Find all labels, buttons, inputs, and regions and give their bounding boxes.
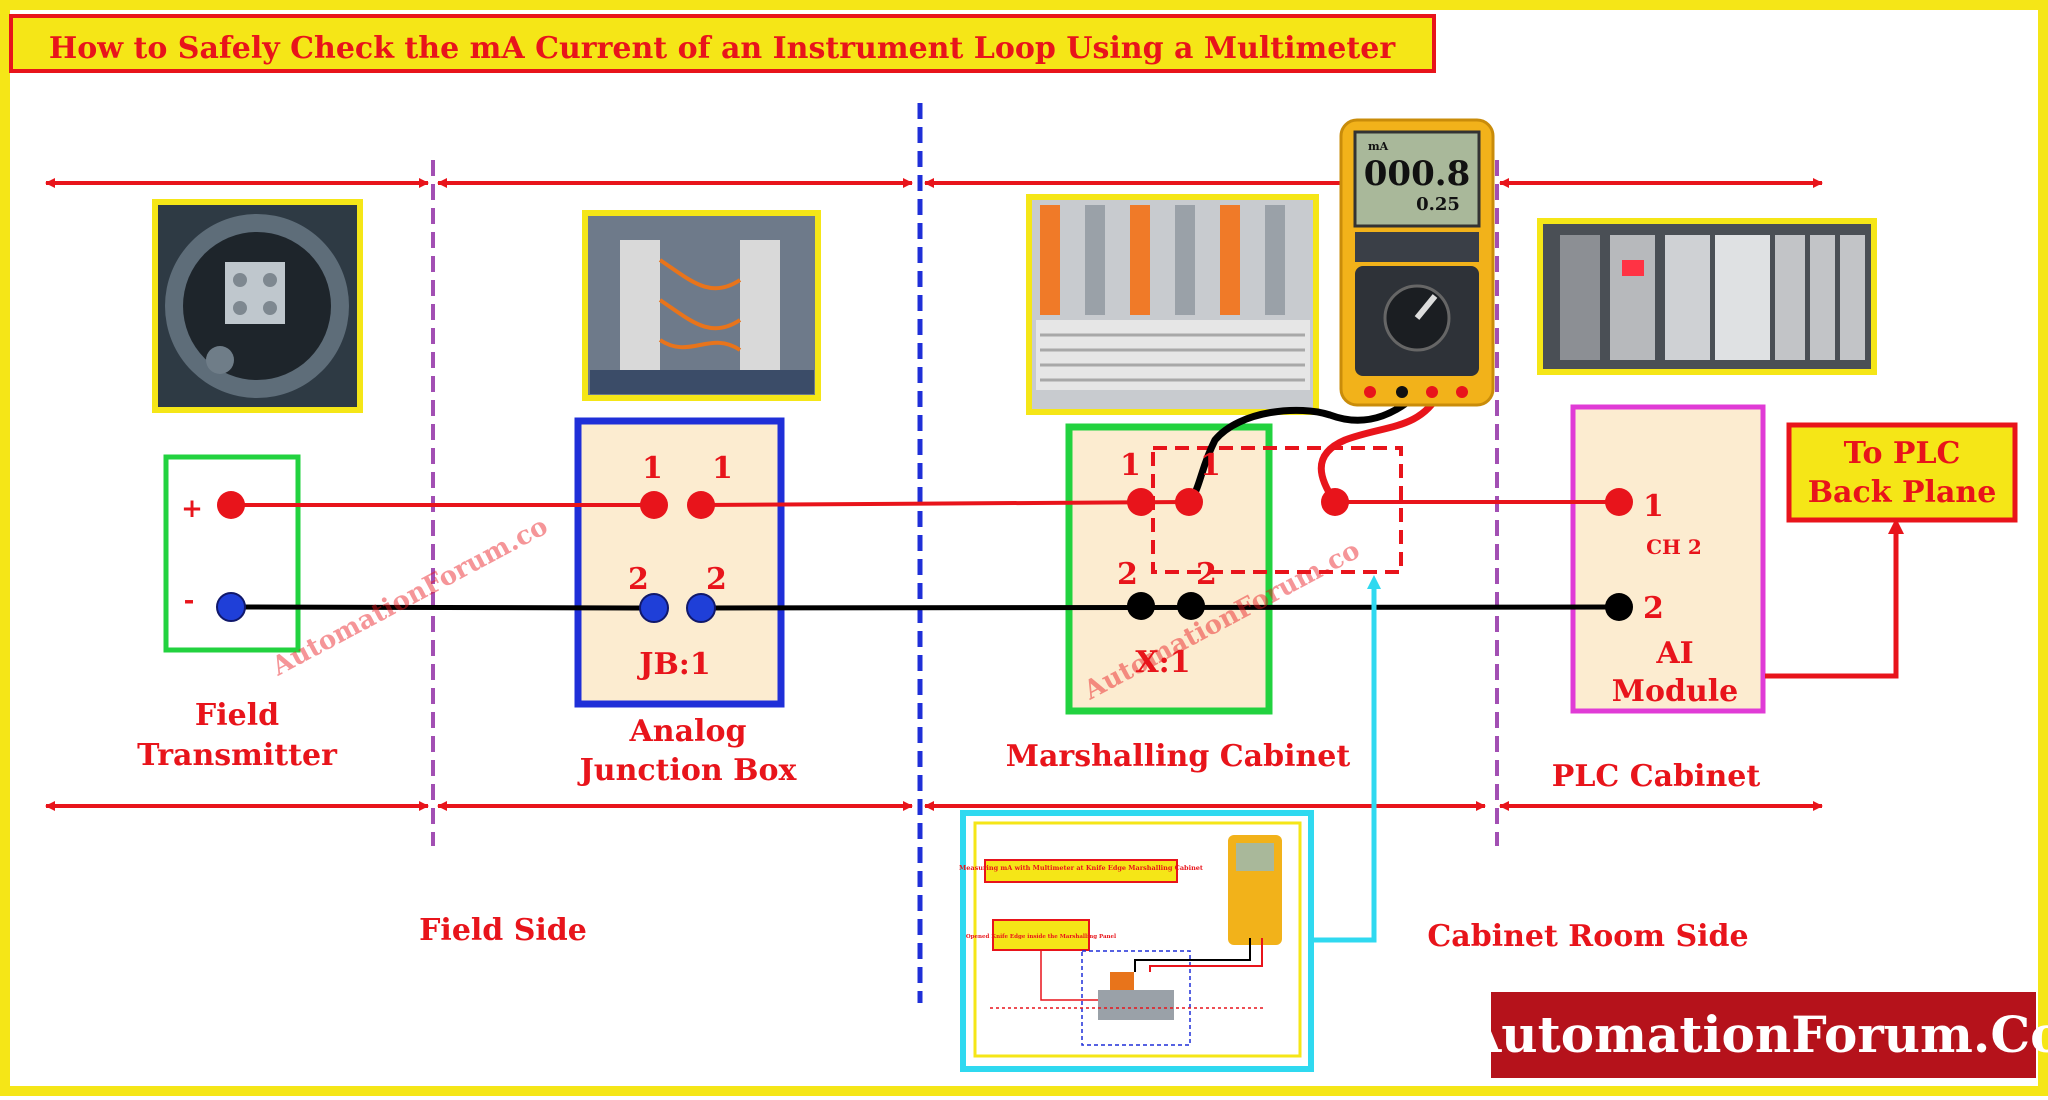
multimeter-unit: mA [1368, 140, 1389, 153]
plc-backplane-label: To PLC Back Plane [1808, 436, 1997, 510]
title-box: How to Safely Check the mA Current of an… [9, 14, 1436, 73]
page-title: How to Safely Check the mA Current of an… [49, 31, 1396, 66]
plus-sign: + [181, 494, 203, 524]
multimeter-reading: 000.8 [1364, 154, 1470, 194]
jb-tag: JB:1 [636, 647, 711, 682]
ai-label-2: 2 [1643, 591, 1664, 626]
plc-backplane-box: To PLC Back Plane [1786, 422, 2018, 523]
text-line: Back Plane [1808, 475, 1997, 510]
mc-terminal-2a [1127, 592, 1155, 620]
inset-caption-2: Opened Knife Edge inside the Marshalling… [966, 934, 1116, 940]
mc-terminal-1b [1175, 488, 1203, 516]
channel-label: CH 2 [1646, 535, 1702, 559]
logo-text: AutomationForum.Co [1462, 1005, 2048, 1064]
minus-sign: - [184, 586, 195, 616]
jb-label-1b: 1 [712, 451, 733, 486]
jb-label-1a: 1 [642, 451, 663, 486]
text-line: To PLC [1844, 436, 1961, 471]
mc-label-2b: 2 [1196, 557, 1217, 592]
multimeter: 000.8 0.25 mA [1339, 118, 1495, 407]
text-line: AI [1655, 636, 1693, 671]
jb-terminal-2b [686, 593, 716, 623]
text-line: Junction Box [577, 753, 798, 788]
jb-terminal-2a [639, 593, 669, 623]
marshalling-photo [1026, 194, 1319, 415]
transmitter-plus-terminal [217, 491, 245, 519]
text-line: Analog [629, 714, 747, 749]
jb-terminal-1b [687, 491, 715, 519]
ai-module-panel [1570, 404, 1766, 714]
text-line: Field [195, 698, 279, 733]
transmitter-photo [152, 199, 363, 413]
opened-knife-edge-box [1151, 446, 1403, 574]
ai-terminal-1 [1605, 488, 1633, 516]
junction-box-photo [582, 210, 821, 401]
field-side-label: Field Side [419, 913, 587, 948]
mc-label-2a: 2 [1117, 557, 1138, 592]
mc-tag: X:1 [1135, 645, 1190, 680]
text-line: Transmitter [137, 738, 338, 773]
plc-cabinet-label: PLC Cabinet [1552, 759, 1761, 794]
multimeter-sub-reading: 0.25 [1416, 194, 1460, 215]
marshalling-panel [1065, 423, 1273, 715]
mc-terminal-1a [1127, 488, 1155, 516]
cabinet-room-side-label: Cabinet Room Side [1427, 919, 1748, 954]
terminals [216, 488, 1633, 623]
junction-box-panel [574, 417, 785, 708]
transmitter-minus-terminal [216, 592, 246, 622]
jb-terminal-1a [640, 491, 668, 519]
ai-label-1: 1 [1643, 489, 1664, 524]
inset-caption-1: Measuring mA with Multimeter at Knife Ed… [959, 864, 1203, 872]
to-backplane-arrow [1765, 518, 1904, 679]
jb-label-2b: 2 [706, 562, 727, 597]
marshalling-cabinet-label: Marshalling Cabinet [1006, 739, 1351, 774]
inset-pointer-arrow [1311, 575, 1381, 943]
text-line: Module [1612, 674, 1739, 709]
ai-terminal-2 [1605, 593, 1633, 621]
terminal-numbers: 1 1 2 2 1 1 2 2 1 2 [628, 448, 1664, 626]
jb-label-2a: 2 [628, 562, 649, 597]
mc-terminal-2b [1177, 592, 1205, 620]
site-logo: AutomationForum.Co [1462, 992, 2048, 1078]
plc-rack-photo [1537, 218, 1877, 375]
inset-image: Measuring mA with Multimeter at Knife Ed… [959, 810, 1314, 1072]
mc-label-1b: 1 [1200, 448, 1221, 483]
loop-wiring [230, 389, 1620, 611]
knife-edge-terminal [1321, 488, 1349, 516]
mc-label-1a: 1 [1120, 448, 1141, 483]
